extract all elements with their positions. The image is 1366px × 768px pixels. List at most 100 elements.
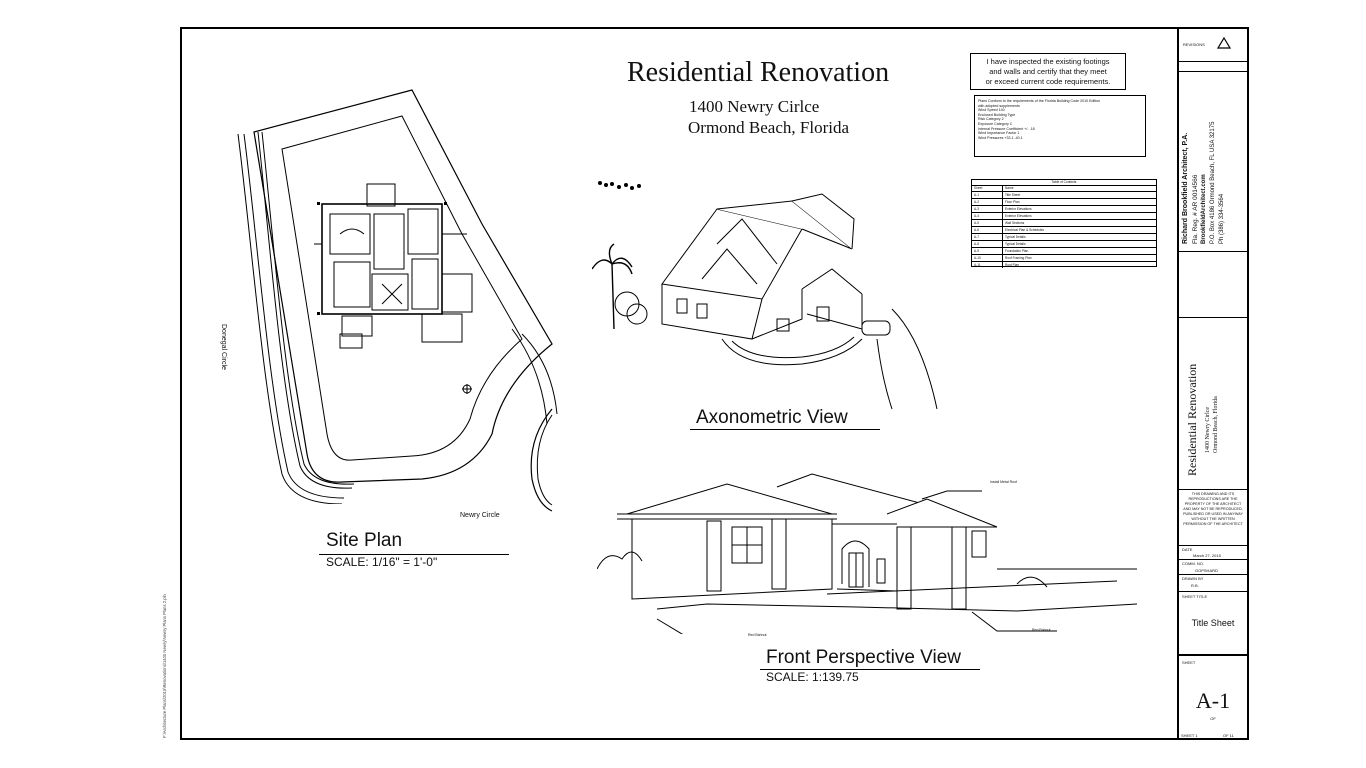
toc-name: Wall Sections xyxy=(1005,221,1025,225)
project-address-1: 1400 Newry Cirlce xyxy=(1205,407,1211,453)
toc-sheet: A-9 xyxy=(972,248,1003,254)
axonometric-drawing xyxy=(592,181,938,410)
revision-triangle-icon xyxy=(1217,37,1231,49)
project-title: Residential Renovation xyxy=(1185,363,1199,476)
site-plan-scale: SCALE: 1/16" = 1'-0" xyxy=(326,555,438,569)
toc-name: Roof Plan xyxy=(1005,263,1019,267)
drawn-section: DRAWN BY R.B. xyxy=(1179,575,1247,592)
project-address-2: Ormond Beach, Florida xyxy=(1213,396,1219,453)
firm-address: P.O. Box 4186 Ormond Beach, FL USA 32175 xyxy=(1210,121,1216,244)
revisions-label: REVISIONS xyxy=(1183,42,1205,47)
toc-sheet: A-8 xyxy=(972,241,1003,247)
code-note: Internal Pressure Coefficient +/- .18 xyxy=(978,126,1035,131)
revision-blank-row xyxy=(1179,62,1247,72)
toc-sheet: A-11 xyxy=(972,262,1003,268)
toc-name: Typical Details xyxy=(1005,242,1026,246)
sheet-title-section: SHEET TITLE Title Sheet xyxy=(1179,592,1247,656)
callout-right: Red Bahnut xyxy=(1032,628,1051,632)
toc-name: Roof Framing Plan xyxy=(1005,256,1032,260)
sheet-number-section: SHEET A-1 OF SHEET 1 OF 11 xyxy=(1179,656,1247,740)
street-label-newry: Newry Circle xyxy=(460,512,500,519)
toc-name: Typical Details xyxy=(1005,235,1026,239)
sheet-title: Residential Renovation xyxy=(627,57,890,88)
date-label: DATE xyxy=(1182,547,1193,552)
front-perspective-underline xyxy=(760,669,980,670)
toc-sheet: A-10 xyxy=(972,255,1003,261)
file-path-note: F:\Architecture Plans\2015\Renovations\1… xyxy=(162,594,167,738)
copyright-section: THIS DRAWING AND ITS REPRODUCTIONS ARE T… xyxy=(1179,490,1247,546)
toc-header-row: Sheet Name xyxy=(972,186,1156,192)
cert-line-1: I have inspected the existing footings xyxy=(986,57,1110,66)
newry-circle-curve xyxy=(530,408,553,512)
sheet-count-right: OF 11 xyxy=(1223,733,1234,738)
code-note: Risk Category 2 xyxy=(978,117,1004,122)
certification-box: I have inspected the existing footings a… xyxy=(970,53,1126,90)
sheet-number: A-1 xyxy=(1195,688,1231,713)
front-perspective-drawing xyxy=(597,473,1137,634)
project-section: Residential Renovation 1400 Newry Cirlce… xyxy=(1179,318,1247,490)
firm-name: Richard Brookfield Architect, P.A. xyxy=(1182,132,1189,244)
comm-label: COMM. NO. xyxy=(1182,561,1204,566)
copyright-notice: THIS DRAWING AND ITS REPRODUCTIONS ARE T… xyxy=(1183,492,1243,526)
drawn-label: DRAWN BY xyxy=(1182,576,1204,581)
code-notes-box: Plans Conform to the requirements of the… xyxy=(974,95,1146,157)
code-note: with adopted supplements xyxy=(978,103,1020,108)
toc-name: Exterior Elevations xyxy=(1005,207,1032,211)
toc-title: Table of Contents xyxy=(972,180,1156,186)
toc-sheet: A-2 xyxy=(972,199,1003,205)
firm-website: BrookfieldArchitect.com xyxy=(1201,174,1207,244)
revisions-section: REVISIONS xyxy=(1179,29,1247,62)
code-note: Enclosed Building Type xyxy=(978,112,1016,117)
toc-sheet: A-5 xyxy=(972,220,1003,226)
address-line-2: Ormond Beach, Florida xyxy=(688,118,849,137)
site-plan-drawing xyxy=(237,89,558,504)
date-section: DATE March 27, 2015 xyxy=(1179,546,1247,560)
code-note: Wind Speed 140 xyxy=(978,108,1005,113)
sheet-label: SHEET xyxy=(1182,660,1196,665)
code-note: Exposure Category C xyxy=(978,121,1013,126)
toc-sheet: A-3 xyxy=(972,206,1003,212)
cert-line-2: and walls and certify that they meet xyxy=(989,67,1107,76)
toc-col-sheet: Sheet xyxy=(972,186,1003,191)
firm-section: Richard Brookfield Architect, P.A. Fla. … xyxy=(1179,72,1247,252)
site-plan-label: Site Plan xyxy=(326,530,403,551)
toc-name: Exterior Elevations xyxy=(1005,214,1032,218)
cert-line-3: or exceed current code requirements. xyxy=(985,77,1111,86)
axonometric-underline xyxy=(690,429,880,430)
blank-section xyxy=(1179,252,1247,318)
toc-sheet: A-7 xyxy=(972,234,1003,240)
site-plan-underline xyxy=(319,554,509,555)
comm-section: COMM. NO. GOPSHARD xyxy=(1179,560,1247,575)
toc-sheet: A-4 xyxy=(972,213,1003,219)
of-label: OF xyxy=(1210,716,1216,721)
sheet-count-left: SHEET 1 xyxy=(1181,733,1198,738)
callout-roof: Install Metal Roof xyxy=(990,480,1018,484)
firm-reg: Fla. Reg. # AR 0014566 xyxy=(1192,174,1199,244)
address-line-1: 1400 Newry Cirlce xyxy=(689,97,820,116)
toc-name: Foundation Plan xyxy=(1005,249,1029,253)
firm-phone: Ph (386) 334-3564 xyxy=(1219,193,1225,244)
sheet-title-value: Title Sheet xyxy=(1191,618,1235,628)
front-perspective-scale: SCALE: 1:139.75 xyxy=(766,670,859,684)
title-block: REVISIONS Richard Brookfield Architect, … xyxy=(1177,29,1247,740)
date-value: March 27, 2015 xyxy=(1193,553,1221,558)
drawn-value: R.B. xyxy=(1191,583,1199,588)
toc-name: Title Sheet xyxy=(1005,193,1021,197)
sheet-title-label: SHEET TITLE xyxy=(1182,594,1208,599)
drawing-sheet: Residential Renovation 1400 Newry Cirlce… xyxy=(180,27,1249,740)
comm-value: GOPSHARD xyxy=(1195,568,1218,573)
toc-name: Electrical Plan & Schedules xyxy=(1005,228,1044,232)
toc-sheet: A-1 xyxy=(972,192,1003,198)
toc-col-name: Name xyxy=(1005,186,1014,190)
